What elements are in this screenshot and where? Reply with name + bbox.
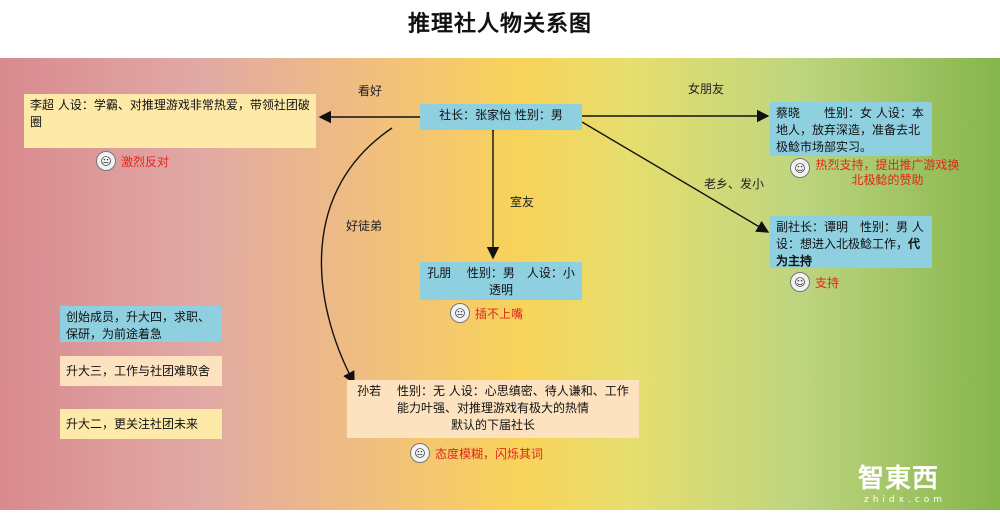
edge-label-nvpengyou: 女朋友: [688, 82, 725, 96]
attitude-cai-xiao: ☺ 热烈支持，提出推广游戏换北极鲶的赞助: [790, 158, 960, 188]
sun-ruo-description: 孙若 性别：无 人设：心思缜密、待人谦和、工作能力叶强、对推理游戏有极大的热情: [357, 384, 629, 415]
node-president: 社长：张家怡 性别：男: [420, 104, 582, 130]
node-vice-president: 副社长：谭明 性别：男 人设：想进入北极鲶工作，代为主持: [770, 216, 932, 268]
edge-haotudi: [320, 127, 393, 385]
attitude-li-chao-text: 激烈反对: [121, 154, 170, 169]
attitude-sun-ruo: 😐 态度模糊，闪烁其词: [410, 443, 543, 463]
node-kong-peng: 孔朋 性别：男 人设：小透明: [420, 262, 582, 300]
attitude-cai-xiao-text: 热烈支持，提出推广游戏换北极鲶的赞助: [815, 158, 960, 187]
attitude-sun-ruo-text: 态度模糊，闪烁其词: [435, 446, 544, 461]
attitude-kong-peng: 😐 插不上嘴: [450, 303, 523, 323]
edge-label-shiyou: 室友: [510, 195, 535, 209]
vice-president-text: 副社长：谭明 性别：男 人设：想进入北极鲶工作，: [776, 220, 924, 251]
attitude-vice-president: ☺ 支持: [790, 272, 839, 292]
watermark-en: zhidx.com: [864, 495, 947, 505]
neutral-face-icon: 😐: [410, 443, 430, 463]
smile-face-icon: ☺: [790, 158, 810, 178]
watermark-cn: 智東西: [858, 464, 940, 494]
attitude-li-chao: 😐 激烈反对: [96, 151, 169, 171]
legend-sophomore: 升大二，更关注社团未来: [60, 409, 222, 439]
sun-ruo-role: 默认的下届社长: [450, 418, 535, 432]
edge-label-laoxiang: 老乡、发小: [704, 177, 765, 191]
legend-junior: 升大三，工作与社团难取舍: [60, 356, 222, 386]
edge-laoxiang: [581, 121, 770, 233]
watermark-logo: 智東西 zhidx.com: [858, 458, 946, 505]
edge-label-haotudi: 好徒弟: [346, 219, 383, 233]
edge-label-kanhao: 看好: [358, 84, 383, 98]
legend-founders: 创始成员，升大四，求职、保研，为前途着急: [60, 306, 222, 342]
node-cai-xiao: 蔡晓 性别：女 人设：本地人，放弃深造，准备去北极鲶市场部实习。: [770, 102, 932, 156]
neutral-face-icon: 😐: [450, 303, 470, 323]
vice-president-highlight: 代为主持: [776, 237, 921, 268]
smile-face-icon: ☺: [790, 272, 810, 292]
neutral-face-icon: 😐: [96, 151, 116, 171]
diagram-title: 推理社人物关系图: [407, 12, 592, 37]
attitude-kong-peng-text: 插不上嘴: [475, 306, 524, 321]
node-li-chao: 李超 人设：学霸、对推理游戏非常热爱，带领社团破圈: [24, 94, 316, 148]
attitude-vice-president-text: 支持: [815, 275, 840, 290]
node-sun-ruo: 孙若 性别：无 人设：心思缜密、待人谦和、工作能力叶强、对推理游戏有极大的热情 …: [347, 380, 639, 438]
